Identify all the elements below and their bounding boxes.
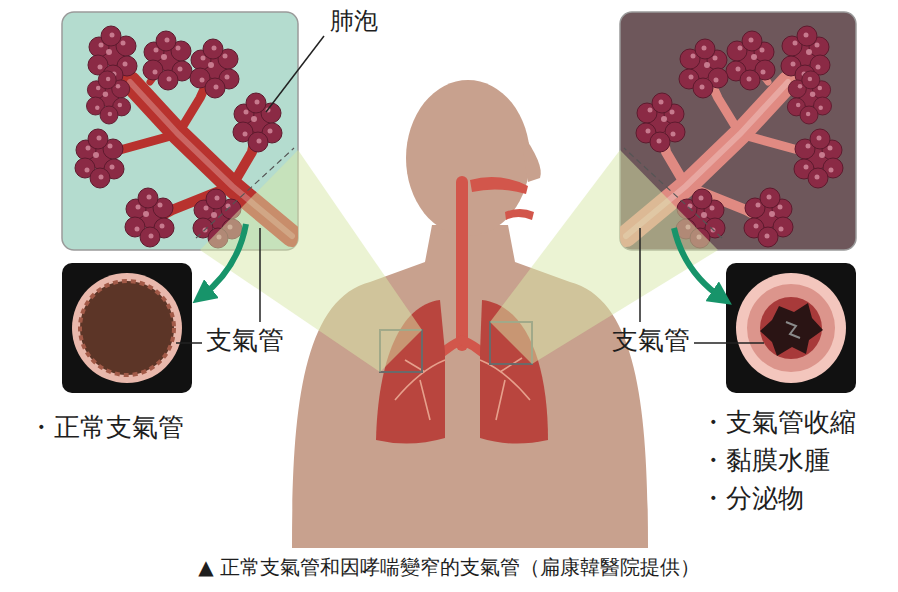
part-label: 肺泡 — [330, 8, 378, 36]
part-label: 支氣管 — [612, 326, 690, 356]
state-note: ・黏膜水腫 — [700, 446, 830, 476]
zoom-arrow — [674, 228, 722, 298]
normal-bronchus-section — [62, 263, 192, 393]
zoom-arrow — [202, 224, 246, 296]
leader-line — [176, 36, 764, 343]
state-note: ・正常支氣管 — [28, 413, 184, 443]
narrowed-bronchus-section — [726, 263, 856, 393]
state-note: ・分泌物 — [700, 484, 804, 514]
state-note: ・支氣管收縮 — [700, 408, 856, 438]
part-label: 支氣管 — [206, 326, 284, 356]
zoom-cone — [200, 150, 422, 372]
caption: ▲ 正常支氣管和因哮喘變窄的支氣管（扁康韓醫院提供） — [198, 556, 700, 579]
